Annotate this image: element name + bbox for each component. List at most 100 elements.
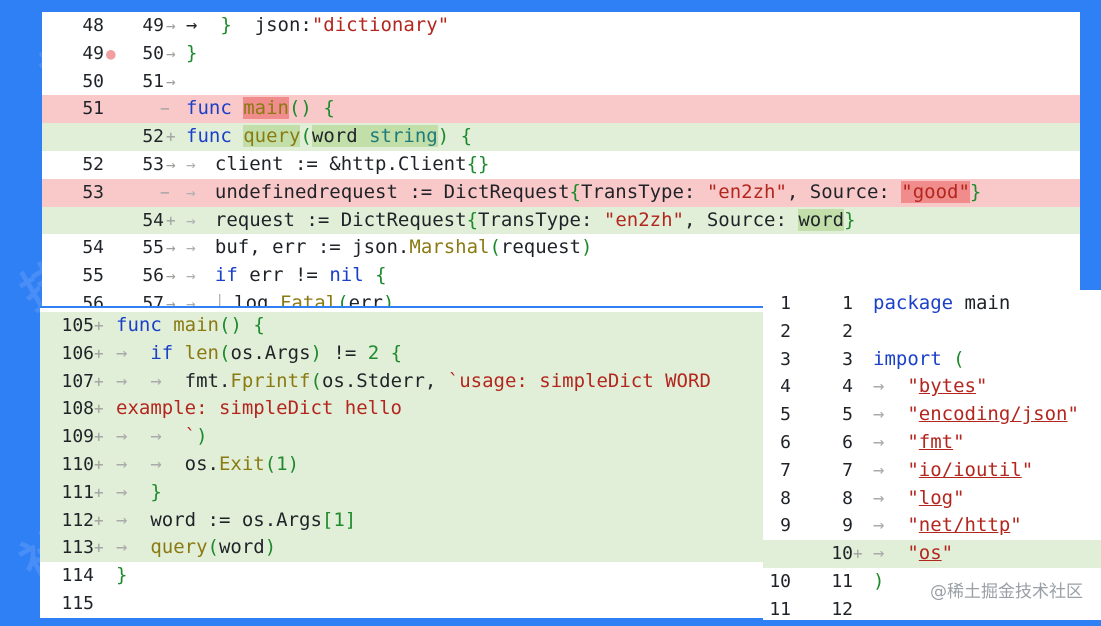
diff-marker: →: [166, 238, 176, 258]
code-text: package main: [873, 292, 1011, 314]
code-text: func main() {: [116, 314, 265, 336]
old-line-number: 52: [82, 153, 104, 175]
left-diff-panel: 105+func main() {106+→ if len(os.Args) !…: [40, 306, 764, 618]
watermark-text: @稀土掘金技术社区: [930, 582, 1083, 602]
code-text: → │ log.Fatal(err): [186, 291, 395, 308]
old-line-number: 6: [780, 431, 791, 453]
diff-line: 107+→ → fmt.Fprintf(os.Stderr, `usage: s…: [40, 367, 764, 396]
old-line-number: 3: [780, 348, 791, 370]
diff-line: 114}: [40, 562, 764, 590]
line-number: 112: [61, 509, 94, 531]
old-line-number: 5: [780, 404, 791, 426]
diff-line: 111+→ }: [40, 478, 764, 507]
diff-marker: →: [166, 293, 176, 308]
code-text: → query(word): [116, 536, 277, 559]
line-number: 106: [61, 342, 94, 364]
diff-marker: +: [94, 454, 104, 474]
line-number: 110: [61, 453, 94, 475]
diff-marker: →: [166, 43, 176, 63]
new-line-number: 50: [142, 42, 164, 64]
breakpoint-icon[interactable]: ●: [106, 43, 116, 63]
old-line-number: 53: [82, 181, 104, 203]
code-text: → client := &http.Client{}: [186, 152, 490, 175]
new-line-number: 10: [831, 543, 853, 565]
new-line-number: 1: [842, 293, 853, 314]
old-line-number: 8: [780, 487, 791, 509]
code-text: → word := os.Args[1]: [116, 508, 357, 531]
new-line-number: 9: [842, 515, 853, 537]
old-line-number: 4: [780, 376, 791, 398]
diff-marker: +: [94, 343, 104, 363]
diff-marker: →: [166, 71, 176, 91]
diff-line: 10+→ "os": [763, 540, 1101, 568]
code-text: → buf, err := json.Marshal(request): [186, 236, 593, 259]
line-number: 105: [61, 315, 94, 336]
diff-marker: +: [94, 427, 104, 447]
diff-line: 54 55→ → buf, err := json.Marshal(request): [42, 234, 1080, 262]
code-text: → "log": [873, 486, 965, 509]
line-number: 111: [61, 481, 94, 503]
code-text: }: [186, 41, 198, 64]
new-line-number: 5: [842, 404, 853, 426]
diff-marker: +: [166, 210, 176, 230]
old-line-number: 48: [82, 15, 104, 36]
new-line-number: 55: [142, 237, 164, 259]
code-text: }: [116, 564, 128, 587]
diff-marker: +: [94, 538, 104, 558]
diff-line: 54+→ request := DictRequest{TransType: "…: [42, 206, 1080, 235]
code-text: → } json:"dictionary": [186, 14, 450, 36]
new-line-number: 2: [842, 320, 853, 342]
diff-line: 52+func query(word string) {: [42, 123, 1080, 151]
code-text: → if len(os.Args) != 2 {: [116, 341, 403, 364]
diff-line: 108+example: simpleDict hello: [40, 395, 764, 424]
diff-line: 109+→ → `): [40, 423, 764, 451]
diff-line: 110+ → → os.Exit(1): [40, 450, 764, 479]
code-text: → "io/ioutil": [873, 458, 1034, 481]
diff-marker: +: [853, 544, 863, 564]
code-text: → request := DictRequest{TransType: "en2…: [186, 208, 856, 231]
line-number: 109: [61, 426, 94, 448]
line-number: 108: [61, 398, 94, 420]
old-line-number: 51: [82, 98, 104, 120]
diff-line: 105+func main() {: [40, 312, 764, 340]
diff-line: 106+ → if len(os.Args) != 2 {: [40, 339, 764, 368]
code-text: → undefinedrequest := DictRequest{TransT…: [186, 180, 982, 203]
code-text: import (: [873, 347, 965, 370]
code-text: func main() {: [186, 97, 335, 120]
diff-line: 112+→ word := os.Args[1]: [40, 506, 764, 535]
new-line-number: 49: [142, 15, 164, 36]
code-text: → "fmt": [873, 430, 965, 453]
new-line-number: 12: [831, 598, 853, 620]
old-line-number: 56: [82, 292, 104, 308]
diff-line: 113+→ query(word): [40, 534, 764, 563]
code-text: → → os.Exit(1): [116, 452, 300, 475]
new-line-number: 6: [842, 431, 853, 453]
diff-line: 6 6 → "fmt": [763, 429, 1101, 457]
diff-line: 115: [40, 590, 764, 618]
new-line-number: 3: [842, 348, 853, 370]
diff-marker: →: [166, 266, 176, 286]
code-text: → → fmt.Fprintf(os.Stderr, `usage: simpl…: [116, 369, 711, 392]
old-line-number: 54: [82, 237, 104, 259]
old-line-number: 9: [780, 515, 791, 537]
old-line-number: 50: [82, 70, 104, 92]
code-text: → "bytes": [873, 375, 988, 398]
code-text: example: simpleDict hello: [116, 397, 402, 420]
old-line-number: 7: [780, 459, 791, 481]
diff-marker: +: [166, 127, 176, 147]
old-line-number: 11: [769, 598, 791, 620]
line-number: 114: [61, 565, 94, 587]
old-line-number: 10: [769, 570, 791, 592]
line-number: 115: [61, 592, 94, 614]
